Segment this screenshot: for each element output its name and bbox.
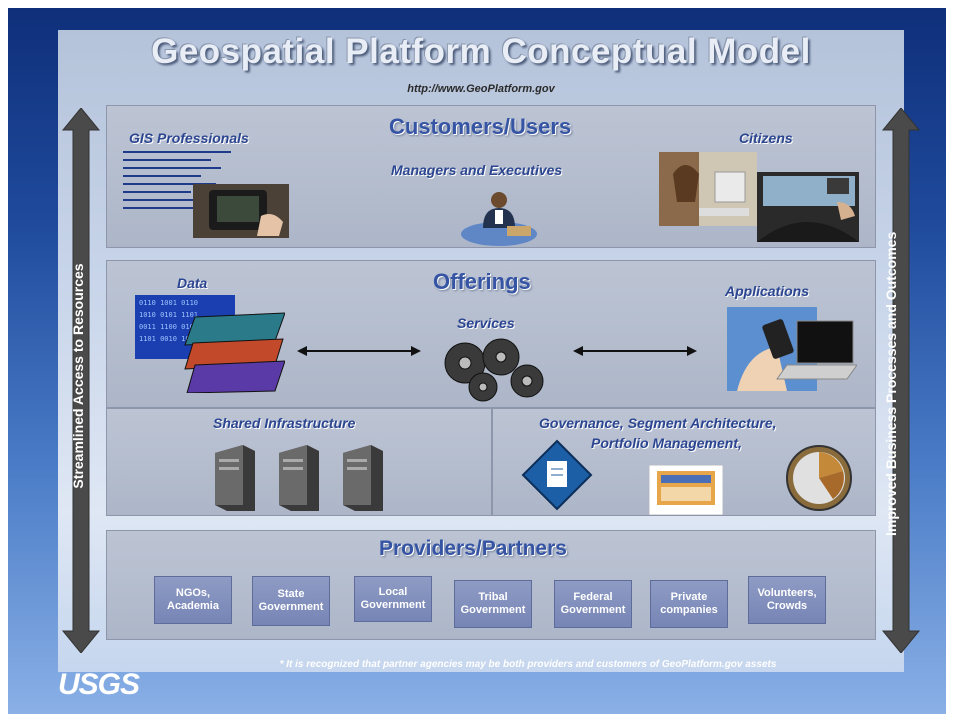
- footnote: * It is recognized that partner agencies…: [279, 659, 777, 670]
- server-icon: [279, 445, 319, 511]
- page-title: Geospatial Platform Conceptual Model: [151, 32, 811, 71]
- provider-volunteers: Volunteers, Crowds: [748, 576, 826, 624]
- gis-professional-image: [123, 151, 289, 238]
- pie-chart-icon: [786, 445, 852, 511]
- applications-devices-image: [727, 307, 857, 391]
- services-label: Services: [457, 315, 515, 331]
- url-link[interactable]: http://www.GeoPlatform.gov: [407, 83, 555, 95]
- architecture-chart-image: [649, 465, 723, 515]
- offerings-title: Offerings: [433, 269, 531, 294]
- slide: Geospatial Platform Conceptual Model htt…: [8, 8, 946, 714]
- svg-text:1101 0010 1010: 1101 0010 1010: [139, 335, 198, 343]
- providers-title: Providers/Partners: [379, 537, 567, 560]
- right-double-arrow: [881, 108, 921, 653]
- services-applications-arrow: [573, 346, 697, 356]
- gis-professionals-label: GIS Professionals: [129, 130, 249, 146]
- svg-text:1010 0101 1101: 1010 0101 1101: [139, 311, 198, 319]
- customers-panel: Customers/Users GIS Professionals Manage…: [106, 105, 876, 248]
- provider-state-government: State Government: [252, 576, 330, 626]
- services-gears-image: [444, 338, 544, 402]
- applications-label: Applications: [725, 283, 810, 299]
- manager-image: [461, 192, 537, 246]
- shared-infrastructure-label: Shared Infrastructure: [213, 415, 356, 431]
- governance-panel: Governance, Segment Architecture, Portfo…: [492, 408, 876, 516]
- provider-local-government: Local Government: [354, 576, 432, 622]
- provider-federal-government: Federal Government: [554, 580, 632, 628]
- side-label-left: Streamlined Access to Resources: [70, 263, 86, 489]
- usgs-logo: USGS: [58, 668, 140, 701]
- server-icon: [343, 445, 383, 511]
- managers-label: Managers and Executives: [391, 162, 563, 178]
- document-diamond-icon: [521, 439, 593, 511]
- provider-ngos: NGOs, Academia: [154, 576, 232, 624]
- left-double-arrow: [61, 108, 101, 653]
- citizen-computer-image: [659, 152, 757, 226]
- data-services-arrow: [297, 346, 421, 356]
- provider-tribal-government: Tribal Government: [454, 580, 532, 628]
- offerings-panel: Offerings Data Services Applications 011…: [106, 260, 876, 408]
- governance-label-line2: Portfolio Management,: [591, 435, 742, 451]
- svg-text:0011 1100 0101: 0011 1100 0101: [139, 323, 198, 331]
- citizens-label: Citizens: [739, 130, 793, 146]
- citizen-car-image: [757, 172, 859, 242]
- shared-infrastructure-panel: Shared Infrastructure: [106, 408, 492, 516]
- governance-label-line1: Governance, Segment Architecture,: [539, 415, 777, 431]
- data-maps-image: 0110 1001 0110 1010 0101 1101 0011 1100 0…: [135, 295, 285, 393]
- side-label-right: Improved Business Processes and Outcomes: [883, 231, 899, 536]
- svg-text:0110 1001 0110: 0110 1001 0110: [139, 299, 198, 307]
- server-icon: [215, 445, 255, 511]
- provider-private-companies: Private companies: [650, 580, 728, 628]
- data-label: Data: [177, 275, 208, 291]
- customers-title: Customers/Users: [389, 114, 572, 139]
